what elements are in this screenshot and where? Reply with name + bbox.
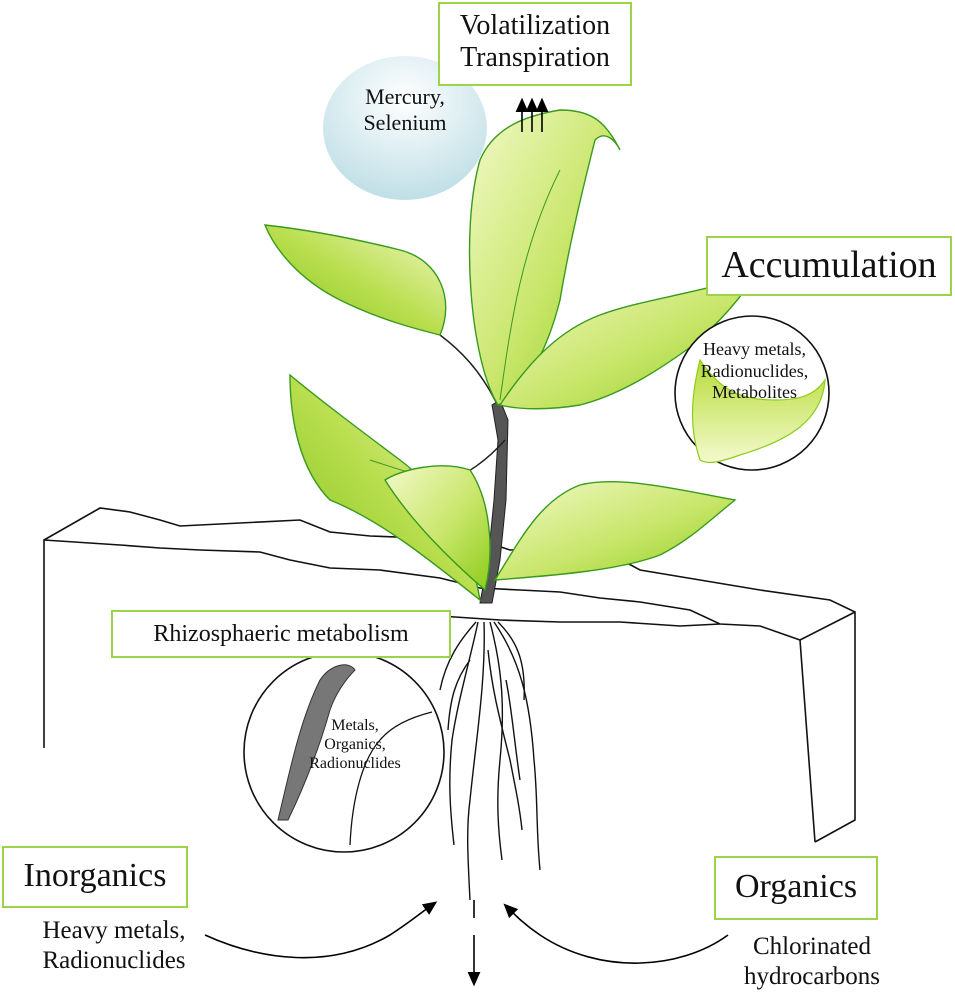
- volatile-compounds-text: Mercury, Selenium: [345, 84, 465, 137]
- upward-arrows: [515, 97, 549, 132]
- accumulation-label: Accumulation: [721, 244, 937, 286]
- leaf-accumulation-text: Heavy metals, Radionuclides, Metabolites: [672, 339, 837, 404]
- organics-title: Organics: [734, 868, 858, 905]
- root-magnifier: [243, 651, 445, 853]
- inorganics-title: Inorganics: [23, 857, 167, 894]
- root-item-3: Radionuclides: [309, 755, 401, 773]
- leaf-lower-right: [493, 481, 737, 581]
- leaf-top: [468, 109, 621, 406]
- root-contaminants-text: Metals, Organics, Radionuclides: [295, 716, 415, 774]
- transpiration-label: Transpiration: [460, 42, 610, 74]
- organics-item-1: Chlorinated: [752, 933, 872, 960]
- organics-items: Chlorinated hydrocarbons: [722, 932, 902, 992]
- leaf-item-2: Radionuclides,: [700, 360, 809, 381]
- rhizosphaeric-label: Rhizosphaeric metabolism: [153, 621, 409, 647]
- inorganics-item-2: Radionuclides: [42, 947, 186, 974]
- leaf-item-3: Metabolites: [712, 382, 797, 403]
- inorganics-box: Inorganics: [2, 846, 188, 908]
- rhizosphaeric-box: Rhizosphaeric metabolism: [111, 610, 451, 658]
- inorganics-item-1: Heavy metals,: [42, 917, 186, 944]
- inorganics-arrow: [204, 901, 438, 959]
- leaf-upper-left: [263, 224, 447, 336]
- leaf-item-1: Heavy metals,: [703, 339, 806, 359]
- organics-box: Organics: [714, 856, 878, 920]
- volatilization-box: Volatilization Transpiration: [438, 2, 632, 86]
- volatile-bubble: [323, 56, 487, 200]
- accumulation-box: Accumulation: [706, 236, 952, 296]
- organics-item-2: hydrocarbons: [743, 963, 881, 990]
- leaf-upper-right: [498, 273, 757, 410]
- volatile-item-1: Mercury,: [365, 84, 445, 109]
- root-system: [439, 621, 541, 901]
- root-item-2: Organics,: [324, 736, 386, 754]
- volatilization-label: Volatilization: [459, 10, 611, 41]
- inorganics-items: Heavy metals, Radionuclides: [14, 916, 214, 976]
- volatile-item-2: Selenium: [363, 110, 447, 136]
- root-item-1: Metals,: [331, 717, 379, 734]
- leaf-middle-left-2: [384, 465, 491, 592]
- plant-leaves: [263, 109, 757, 602]
- organics-arrow: [503, 903, 729, 964]
- leaf-magnifier: [674, 315, 830, 471]
